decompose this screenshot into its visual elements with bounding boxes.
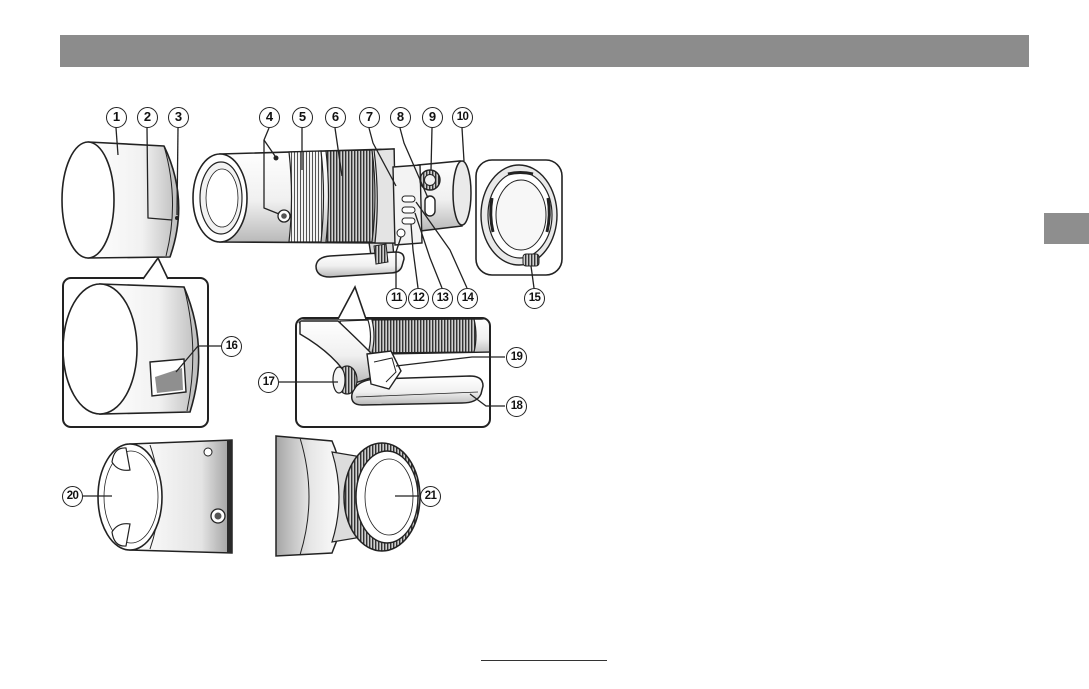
callout-17: 17 [258,372,279,393]
hood-front-opening [62,142,114,258]
lens-hood [62,142,179,258]
switch-c [402,218,415,224]
tripod-foot-plate [316,252,404,277]
hood-detail-inset [63,258,208,427]
callout-10: 10 [452,107,473,128]
hood-mount-index [274,156,279,161]
callout-2: 2 [137,107,158,128]
switch-b [402,207,415,213]
callout-13: 13 [432,288,453,309]
callout-12: 12 [408,288,429,309]
callout-14: 14 [457,288,478,309]
callout-4: 4 [259,107,280,128]
rear-view-knob [523,254,539,266]
callout-1: 1 [106,107,127,128]
zoom-ring [289,151,324,242]
hood-lock-screw-center [281,213,287,219]
callout-9: 9 [422,107,443,128]
hood-enlarged-front [63,284,137,414]
callout-15: 15 [524,288,545,309]
callout-6: 6 [325,107,346,128]
focus-ring [326,150,375,242]
leader-line-10 [462,128,464,161]
switch-d [397,229,405,237]
callout-20: 20 [62,486,83,507]
tripod-foot-knob [374,244,388,264]
callout-16: 16 [221,336,242,357]
front-barrel-cut-edge [227,440,232,553]
rear-view-element [496,180,546,250]
callout-8: 8 [390,107,411,128]
front-cap-view [98,440,232,553]
bayonet-tab-top [508,173,533,175]
lens-front-element [206,169,238,227]
front-lens-cap [98,444,162,550]
callout-19: 19 [506,347,527,368]
inset-knob-face [333,367,345,393]
collar-lock-knob-face [425,175,436,186]
callout-21: 21 [420,486,441,507]
lens-rear-view [476,160,562,275]
release-button [425,196,435,216]
switch-a [402,196,415,202]
inset-focus-ring [372,319,476,353]
leader-line-19 [396,357,505,366]
callout-7: 7 [359,107,380,128]
callout-5: 5 [292,107,313,128]
callout-18: 18 [506,396,527,417]
lens-mount [453,161,471,225]
front-barrel-screw-center [215,513,222,520]
callout-11: 11 [386,288,407,309]
front-barrel-hole [204,448,212,456]
tripod-collar [374,149,396,243]
hood-index-dot [175,216,179,220]
callout-3: 3 [168,107,189,128]
